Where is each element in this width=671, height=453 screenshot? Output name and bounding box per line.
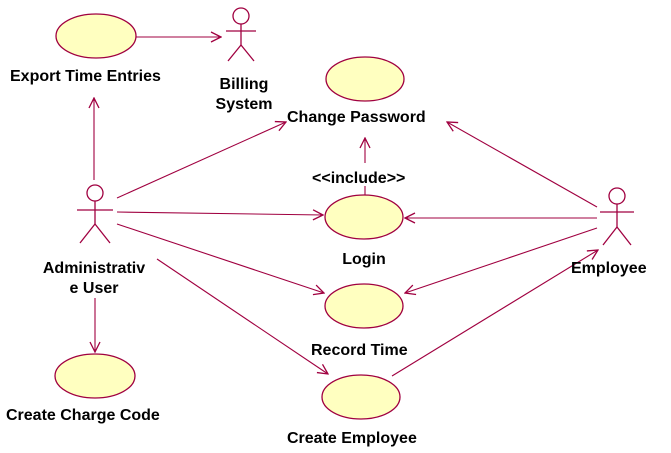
label-include-stereotype: <<include>>	[312, 170, 406, 187]
use-case-create-employee[interactable]	[321, 374, 401, 420]
use-case-export-time-entries[interactable]	[55, 13, 137, 59]
use-case-record-time[interactable]	[324, 283, 404, 329]
label-administrative-user-line2: e User	[69, 280, 119, 297]
use-case-change-password[interactable]	[325, 56, 405, 102]
actor-employee[interactable]	[600, 187, 634, 246]
label-employee: Employee	[571, 260, 647, 277]
use-case-create-charge-code[interactable]	[54, 353, 136, 399]
label-billing-system-line2: System	[215, 96, 273, 113]
label-login: Login	[342, 251, 386, 268]
label-create-charge-code: Create Charge Code	[6, 407, 160, 424]
assoc-admin-to-change-password	[116, 122, 286, 199]
label-export-time-entries: Export Time Entries	[10, 68, 161, 85]
assoc-admin-to-create-employee	[156, 258, 328, 374]
assoc-create-employee-to-employee	[391, 250, 598, 377]
actor-billing-system[interactable]	[226, 7, 256, 62]
assoc-admin-to-record-time	[116, 223, 324, 293]
use-case-login[interactable]	[324, 194, 404, 240]
label-record-time: Record Time	[311, 342, 408, 359]
label-create-employee: Create Employee	[287, 430, 417, 447]
label-change-password: Change Password	[287, 109, 426, 126]
assoc-employee-to-record-time	[405, 227, 598, 293]
label-billing-system-line1: Billing	[219, 76, 269, 93]
assoc-admin-to-login	[116, 212, 323, 215]
label-administrative-user-line1: Administrativ	[42, 260, 146, 277]
assoc-employee-to-change-password	[447, 122, 598, 208]
actor-administrative-user[interactable]	[77, 184, 113, 244]
